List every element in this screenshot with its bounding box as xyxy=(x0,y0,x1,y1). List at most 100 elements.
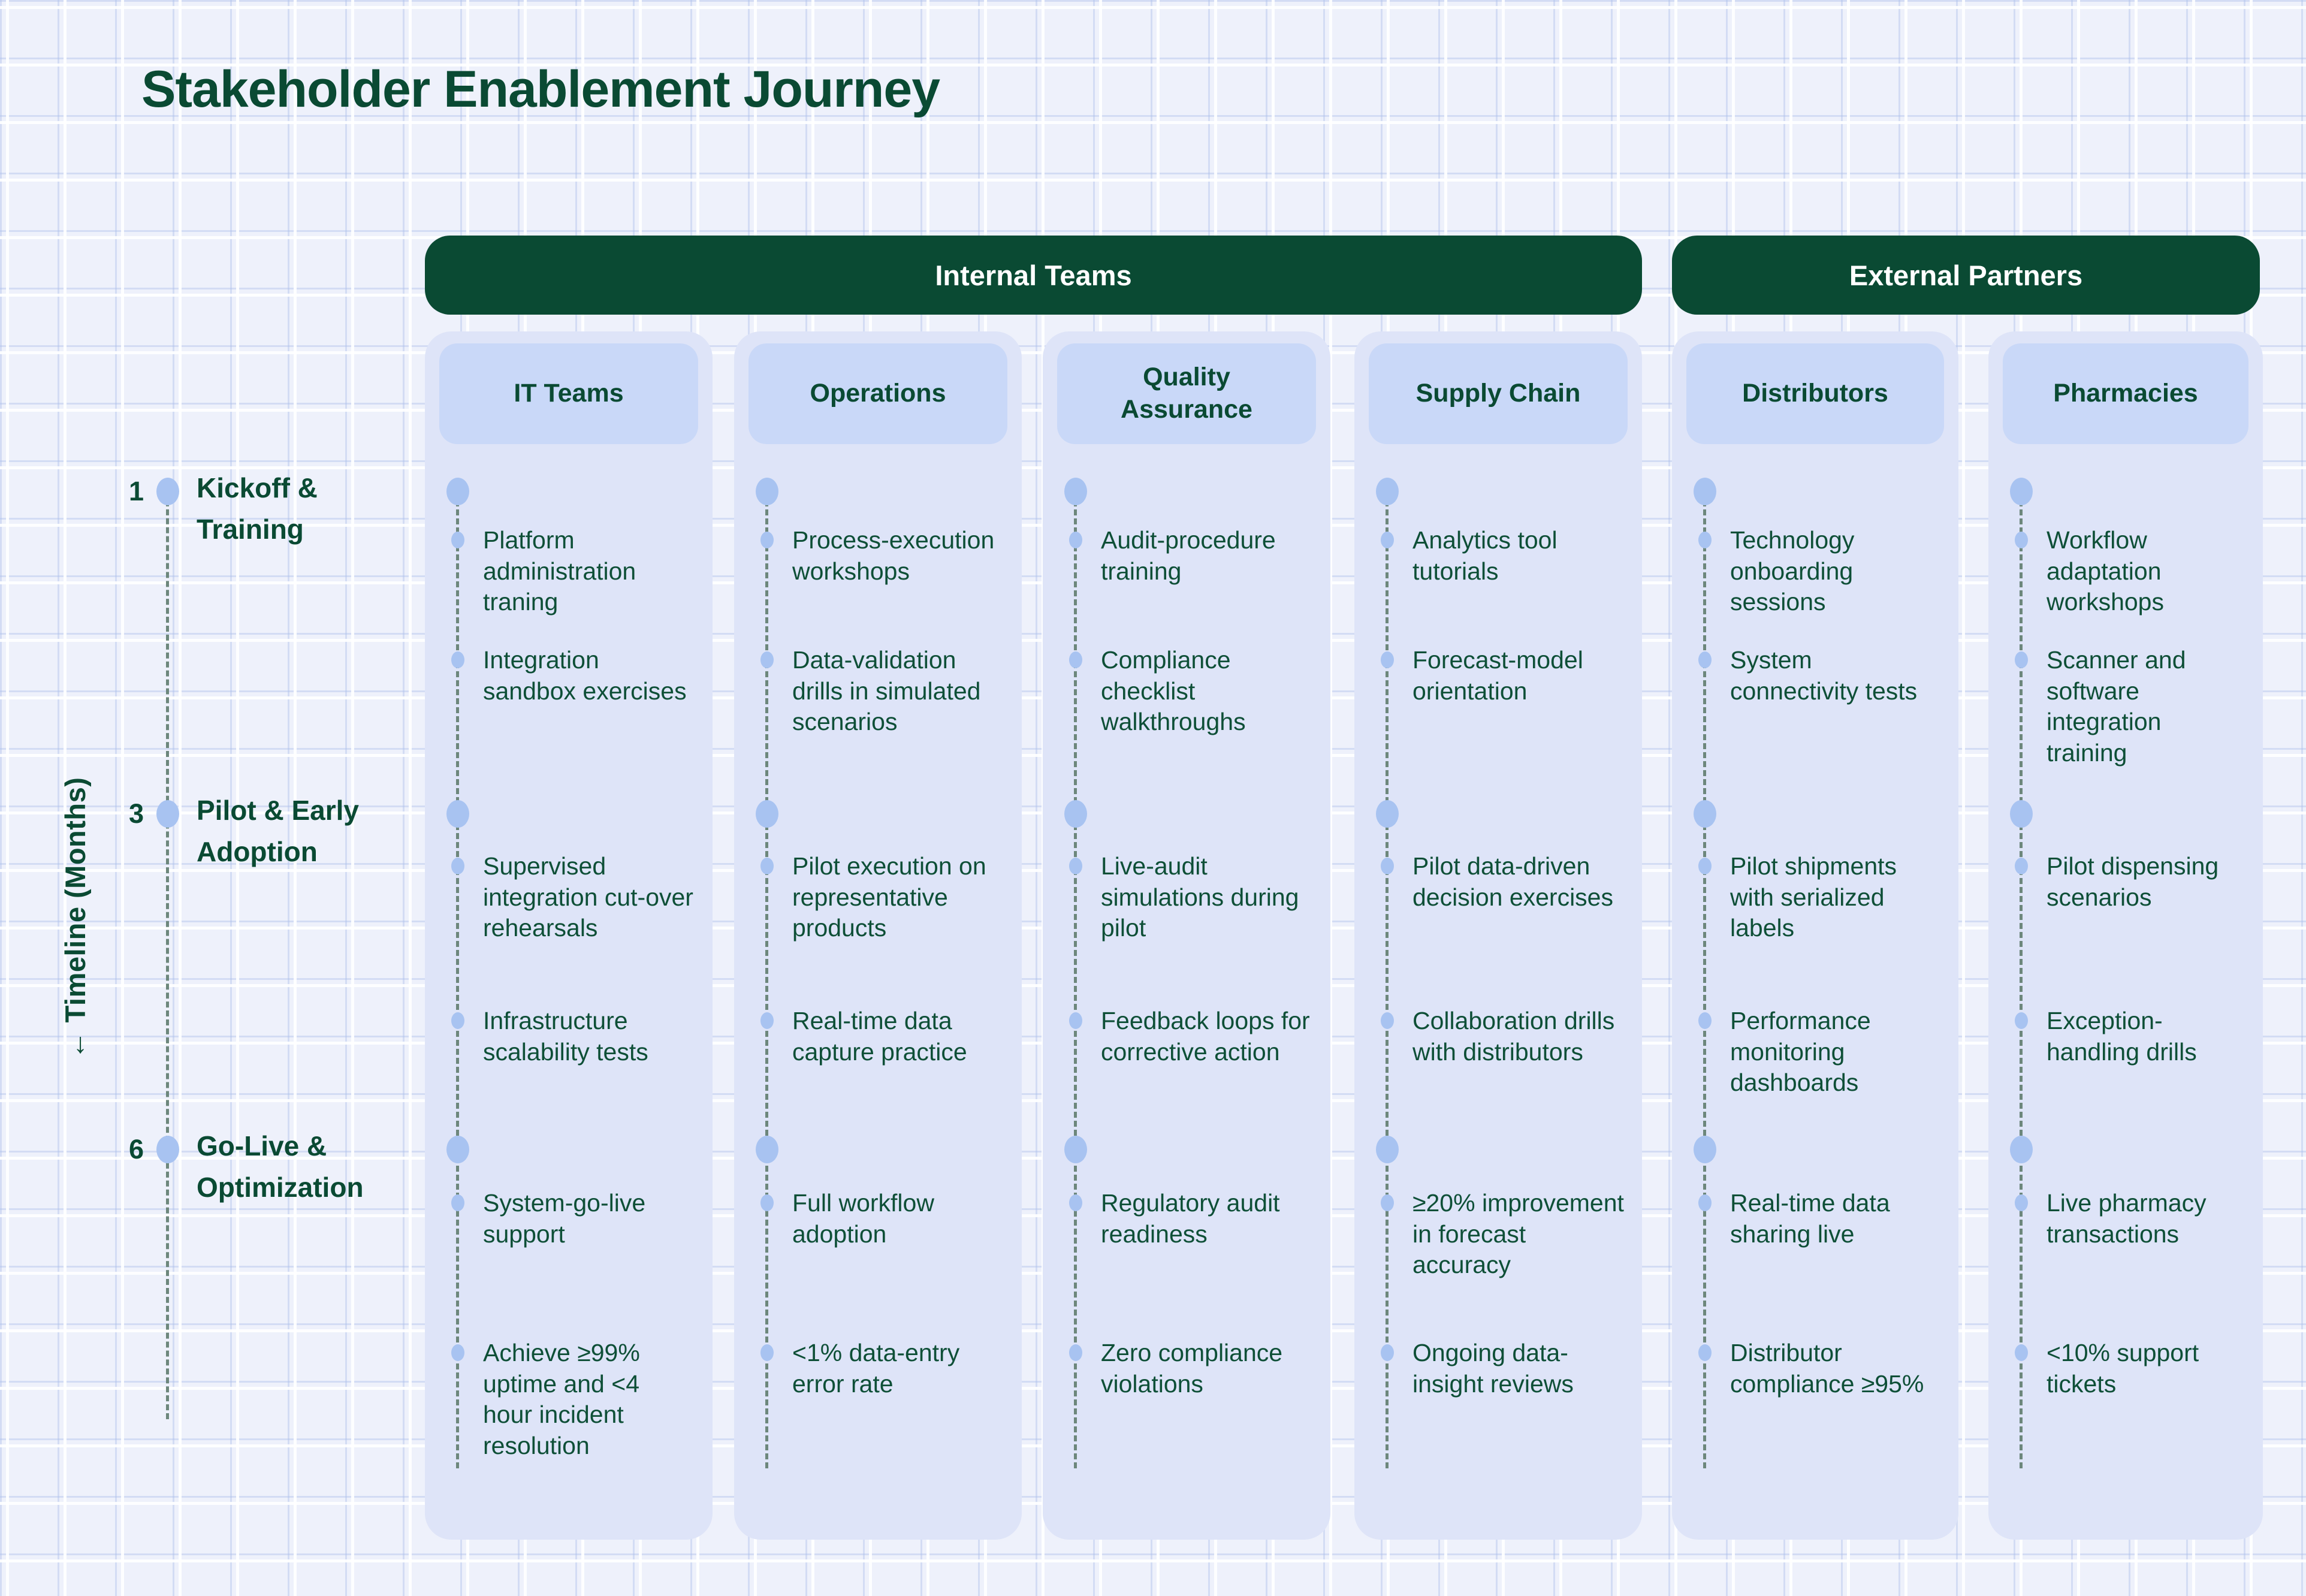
milestone-label-go-live-optimization: Go-Live & Optimization xyxy=(197,1130,364,1203)
column-dashed-line xyxy=(765,491,768,1468)
item-dot xyxy=(1069,858,1082,874)
item-dot xyxy=(451,1344,464,1361)
item-dot xyxy=(1381,858,1394,874)
journey-item-text: Regulatory audit readiness xyxy=(1101,1189,1280,1248)
journey-item: Scanner and software integration trainin… xyxy=(2015,645,2245,769)
journey-item-text: Workflow adaptation workshops xyxy=(2047,526,2164,616)
journey-item-text: <1% data-entry error rate xyxy=(792,1339,960,1398)
journey-item: Ongoing data-insight reviews xyxy=(1381,1338,1624,1399)
journey-item-text: Scanner and software integration trainin… xyxy=(2047,646,2186,767)
journey-item: Pilot execution on representative produc… xyxy=(760,851,1004,944)
journey-item-text: Technology onboarding sessions xyxy=(1730,526,1855,616)
journey-item-text: Supervised integration cut-over rehearsa… xyxy=(483,852,693,942)
column-header-label: Operations xyxy=(810,379,946,408)
journey-item: Exception-handling drills xyxy=(2015,1006,2245,1067)
phase-dot xyxy=(756,800,778,828)
phase-dot xyxy=(1694,478,1716,505)
item-dot xyxy=(451,532,464,548)
phase-dot xyxy=(2010,800,2033,828)
journey-item: Process-execution workshops xyxy=(760,525,1004,587)
milestone-dot-1 xyxy=(156,478,179,505)
journey-item-text: Real-time data capture practice xyxy=(792,1007,967,1066)
column-distributors: Distributors Technology onboarding sessi… xyxy=(1672,331,1958,1540)
milestone-dot-3 xyxy=(156,800,179,828)
column-operations: Operations Process-execution workshops D… xyxy=(734,331,1022,1540)
journey-item: <1% data-entry error rate xyxy=(760,1338,1004,1399)
journey-item-text: Collaboration drills with distributors xyxy=(1412,1007,1615,1066)
item-dot xyxy=(760,1344,774,1361)
item-dot xyxy=(451,1194,464,1211)
group-header-external-partners: External Partners xyxy=(1672,236,2260,315)
item-dot xyxy=(1381,651,1394,668)
journey-item: Data-validation drills in simulated scen… xyxy=(760,645,1004,738)
group-header-external-label: External Partners xyxy=(1849,259,2083,291)
phase-dot xyxy=(2010,478,2033,505)
journey-item: Distributor compliance ≥95% xyxy=(1698,1338,1940,1399)
journey-item: Feedback loops for corrective action xyxy=(1069,1006,1312,1067)
journey-item: Live pharmacy transactions xyxy=(2015,1188,2245,1250)
phase-dot xyxy=(1064,800,1087,828)
journey-item: Real-time data sharing live xyxy=(1698,1188,1940,1250)
item-dot xyxy=(1698,1344,1712,1361)
journey-item: System connectivity tests xyxy=(1698,645,1940,707)
item-dot xyxy=(760,651,774,668)
journey-item: Compliance checklist walkthroughs xyxy=(1069,645,1312,738)
milestone-number-6: 6 xyxy=(128,1134,144,1164)
column-dashed-line xyxy=(456,491,459,1468)
column-quality-assurance: Quality Assurance Audit-procedure traini… xyxy=(1043,331,1330,1540)
journey-item-text: Live-audit simulations during pilot xyxy=(1101,852,1299,942)
journey-item: Pilot data-driven decision exercises xyxy=(1381,851,1624,913)
journey-item-text: Compliance checklist walkthroughs xyxy=(1101,646,1246,736)
column-header-pharmacies: Pharmacies xyxy=(2003,343,2248,444)
journey-item: Zero compliance violations xyxy=(1069,1338,1312,1399)
phase-dot xyxy=(1064,478,1087,505)
milestone-label-kickoff-training: Kickoff & Training xyxy=(197,472,318,545)
journey-item: Forecast-model orientation xyxy=(1381,645,1624,707)
journey-item: Technology onboarding sessions xyxy=(1698,525,1940,618)
item-dot xyxy=(2015,1194,2028,1211)
journey-item: Regulatory audit readiness xyxy=(1069,1188,1312,1250)
journey-item-text: Distributor compliance ≥95% xyxy=(1730,1339,1924,1398)
item-dot xyxy=(1069,651,1082,668)
column-header-supply-chain: Supply Chain xyxy=(1369,343,1628,444)
phase-dot xyxy=(446,800,469,828)
item-dot xyxy=(1069,1344,1082,1361)
journey-item-text: Feedback loops for corrective action xyxy=(1101,1007,1310,1066)
journey-item: Pilot shipments with serialized labels xyxy=(1698,851,1940,944)
item-dot xyxy=(1381,1194,1394,1211)
item-dot xyxy=(1069,1012,1082,1029)
timeline-axis-label: ← Timeline (Months) xyxy=(59,678,97,1158)
column-header-operations: Operations xyxy=(748,343,1007,444)
column-header-label: Distributors xyxy=(1742,379,1888,408)
timeline-axis-dashed-line xyxy=(166,491,169,1419)
journey-item: Achieve ≥99% uptime and <4 hour incident… xyxy=(451,1338,695,1462)
phase-dot xyxy=(1376,1136,1399,1163)
journey-item-text: ≥20% improvement in forecast accuracy xyxy=(1412,1189,1624,1279)
journey-item-text: Pilot dispensing scenarios xyxy=(2047,852,2219,911)
phase-dot xyxy=(1376,478,1399,505)
column-header-distributors: Distributors xyxy=(1686,343,1944,444)
phase-dot xyxy=(1694,1136,1716,1163)
item-dot xyxy=(451,1012,464,1029)
item-dot xyxy=(1069,532,1082,548)
phase-dot xyxy=(1694,800,1716,828)
journey-item-text: Ongoing data-insight reviews xyxy=(1412,1339,1574,1398)
journey-item-text: Performance monitoring dashboards xyxy=(1730,1007,1871,1097)
column-dashed-line xyxy=(1074,491,1077,1468)
down-arrow-icon: ← xyxy=(59,1030,91,1060)
journey-item-text: Exception-handling drills xyxy=(2047,1007,2197,1066)
item-dot xyxy=(451,651,464,668)
item-dot xyxy=(1698,651,1712,668)
column-dashed-line xyxy=(1386,491,1389,1468)
journey-item-text: Platform administration traning xyxy=(483,526,636,616)
item-dot xyxy=(760,532,774,548)
column-it-teams: IT Teams Platform administration traning… xyxy=(425,331,713,1540)
journey-item: Analytics tool tutorials xyxy=(1381,525,1624,587)
column-header-label: Pharmacies xyxy=(2053,379,2198,408)
phase-dot xyxy=(1376,800,1399,828)
journey-item-text: Analytics tool tutorials xyxy=(1412,526,1558,585)
journey-item: Collaboration drills with distributors xyxy=(1381,1006,1624,1067)
item-dot xyxy=(2015,858,2028,874)
column-pharmacies: Pharmacies Workflow adaptation workshops… xyxy=(1988,331,2263,1540)
